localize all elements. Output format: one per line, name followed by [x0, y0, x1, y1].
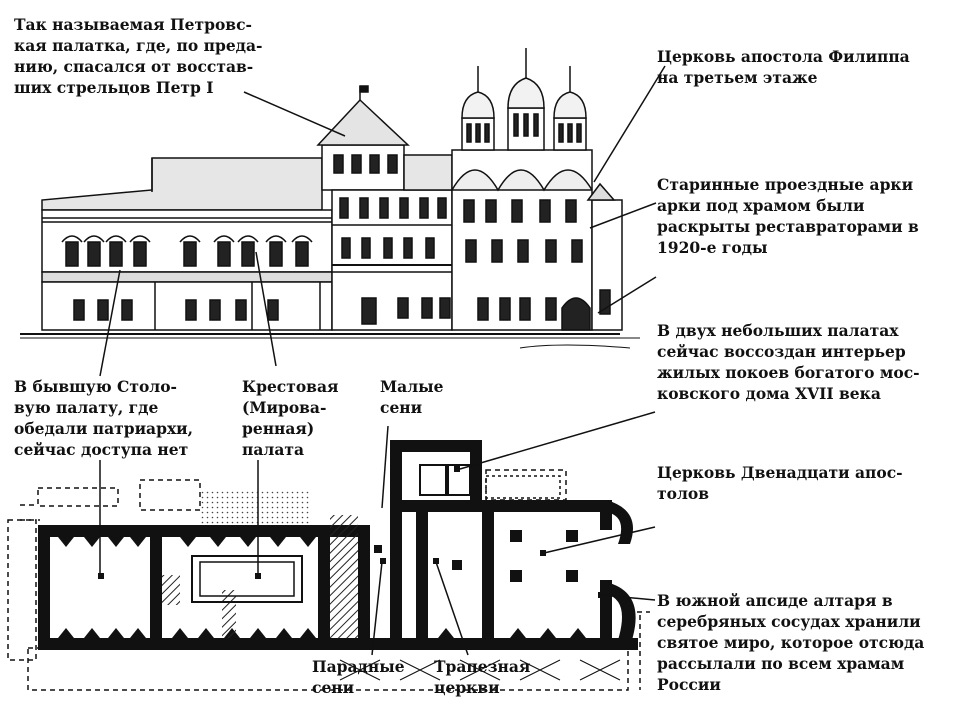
floor-plan [7, 440, 650, 691]
label-trapeznaya: Трапезная церкви [434, 657, 531, 697]
krestovaya-frame [191, 555, 303, 603]
domes [461, 48, 587, 151]
vault-teeth [58, 537, 586, 638]
lower-windows [73, 299, 279, 321]
label-south-apse: В южной апсиде алтаря в серебряных сосуд… [657, 591, 925, 694]
label-stolovaya-palata: В бывшую Столо- вую палату, где обедали … [14, 377, 194, 459]
label-malye-seni: Малые сени [380, 377, 444, 417]
label-petrovskaya-palatka: Так называемая Петровс- кая палатка, где… [14, 15, 263, 97]
room-markers [98, 466, 604, 598]
label-church-philipp: Церковь апостола Филиппа на третьем этаж… [657, 47, 910, 87]
label-church-twelve-apostles: Церковь Двенадцати апос- толов [657, 463, 903, 503]
label-two-chambers: В двух небольших палатах сейчас воссозда… [657, 321, 920, 403]
wall [38, 525, 50, 650]
upper-windows [65, 241, 309, 267]
tower-roof [316, 98, 410, 146]
long-wing-roof [41, 157, 323, 211]
central-block [331, 189, 453, 331]
wall [38, 525, 368, 537]
entrance-arch [561, 297, 591, 331]
label-paradnye-seni: Парадные сени [312, 657, 405, 697]
wall [38, 638, 638, 650]
label-krestovaya-palata: Крестовая (Мирова- ренная) палата [242, 377, 339, 459]
leader-lines [99, 65, 666, 656]
label-passage-arches: Старинные проездные арки арки под храмом… [657, 175, 919, 257]
building-elevation [20, 48, 640, 349]
